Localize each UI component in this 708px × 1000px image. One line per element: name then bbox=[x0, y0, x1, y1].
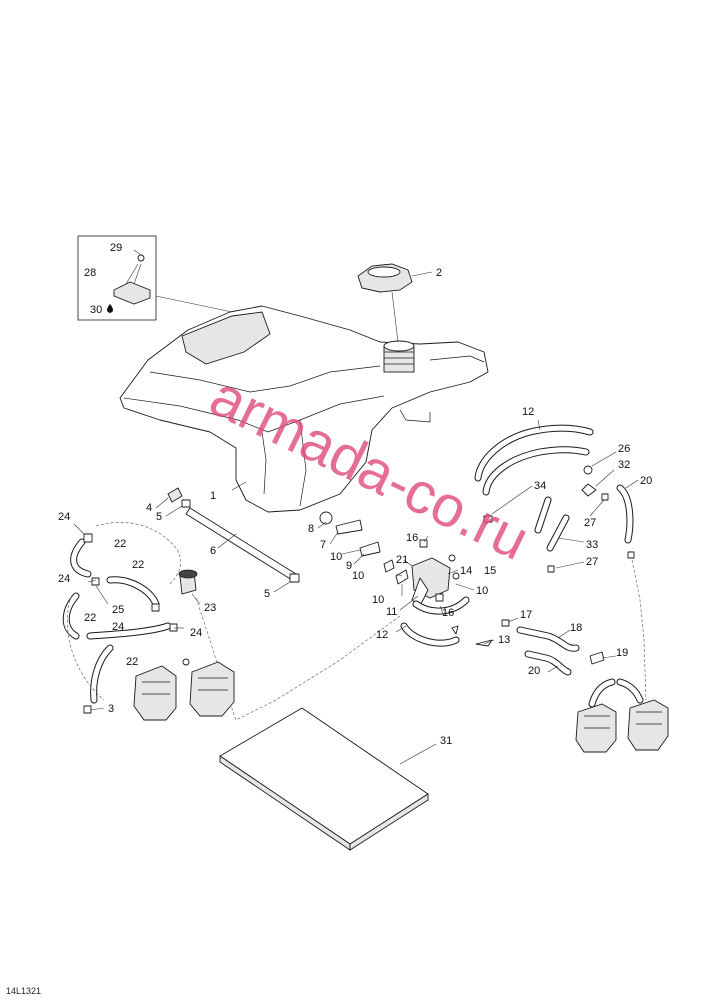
callout-21: 21 bbox=[396, 554, 408, 566]
vent-hoses-right bbox=[474, 419, 639, 573]
callout-22-b: 22 bbox=[132, 559, 144, 571]
callout-25: 25 bbox=[112, 604, 124, 616]
hoses-lower-right bbox=[501, 617, 617, 676]
callout-7: 7 bbox=[320, 539, 326, 551]
callout-30: 30 bbox=[90, 304, 102, 316]
callout-6: 6 bbox=[210, 545, 216, 557]
callout-10-b: 10 bbox=[352, 570, 364, 582]
callout-16-lower: 16 bbox=[442, 607, 454, 619]
callout-20-lower: 20 bbox=[528, 665, 540, 677]
fuel-valve-assembly bbox=[317, 511, 475, 611]
callout-15: 15 bbox=[484, 565, 496, 577]
callout-2: 2 bbox=[436, 267, 442, 279]
callout-24-b: 24 bbox=[58, 573, 70, 585]
screw-part bbox=[137, 254, 145, 262]
callout-27-upper: 27 bbox=[584, 517, 596, 529]
callout-14: 14 bbox=[460, 565, 472, 577]
callout-24-c: 24 bbox=[112, 621, 124, 633]
carburetors-right bbox=[575, 559, 669, 753]
detail-inset bbox=[77, 235, 233, 321]
callout-8: 8 bbox=[308, 523, 314, 535]
callout-10-c: 10 bbox=[372, 594, 384, 606]
callout-34: 34 bbox=[534, 480, 546, 492]
callout-17: 17 bbox=[520, 609, 532, 621]
callout-5-upper: 5 bbox=[156, 511, 162, 523]
drawing-code: 14L1321 bbox=[6, 986, 42, 996]
callout-13: 13 bbox=[498, 634, 510, 646]
callout-12-lower: 12 bbox=[376, 629, 388, 641]
callout-22-d: 22 bbox=[126, 656, 138, 668]
hoses-center bbox=[395, 596, 495, 647]
callout-18: 18 bbox=[570, 622, 582, 634]
callout-29: 29 bbox=[110, 242, 122, 254]
callout-12-upper: 12 bbox=[522, 406, 534, 418]
callout-32: 32 bbox=[618, 459, 630, 471]
callout-16-upper: 16 bbox=[406, 532, 418, 544]
fuel-tank bbox=[119, 305, 489, 513]
callout-24-a: 24 bbox=[58, 511, 70, 523]
callout-22-c: 22 bbox=[84, 612, 96, 624]
fuel-hoses-left bbox=[62, 522, 401, 721]
callout-24-d: 24 bbox=[190, 627, 202, 639]
callout-33: 33 bbox=[586, 539, 598, 551]
callout-20-upper: 20 bbox=[640, 475, 652, 487]
callout-5-lower: 5 bbox=[264, 588, 270, 600]
callout-9: 9 bbox=[346, 560, 352, 572]
callout-4: 4 bbox=[146, 502, 152, 514]
callout-22-a: 22 bbox=[114, 538, 126, 550]
callout-11: 11 bbox=[386, 606, 397, 618]
absorbent-mat bbox=[219, 707, 437, 851]
callout-10-a: 10 bbox=[330, 551, 342, 563]
callout-31: 31 bbox=[440, 735, 452, 747]
bracket-part bbox=[113, 281, 151, 305]
callout-26: 26 bbox=[618, 443, 630, 455]
fuel-cap bbox=[357, 263, 433, 343]
thread-lock-drop-icon bbox=[107, 304, 113, 313]
callout-19: 19 bbox=[616, 647, 628, 659]
callout-28: 28 bbox=[84, 267, 96, 279]
callout-10-d: 10 bbox=[476, 585, 488, 597]
fuel-line-left bbox=[155, 487, 300, 593]
callout-3: 3 bbox=[108, 703, 114, 715]
carburetors-left bbox=[133, 658, 235, 721]
callout-27-lower: 27 bbox=[586, 556, 598, 568]
callout-23: 23 bbox=[204, 602, 216, 614]
callout-1: 1 bbox=[210, 490, 216, 502]
